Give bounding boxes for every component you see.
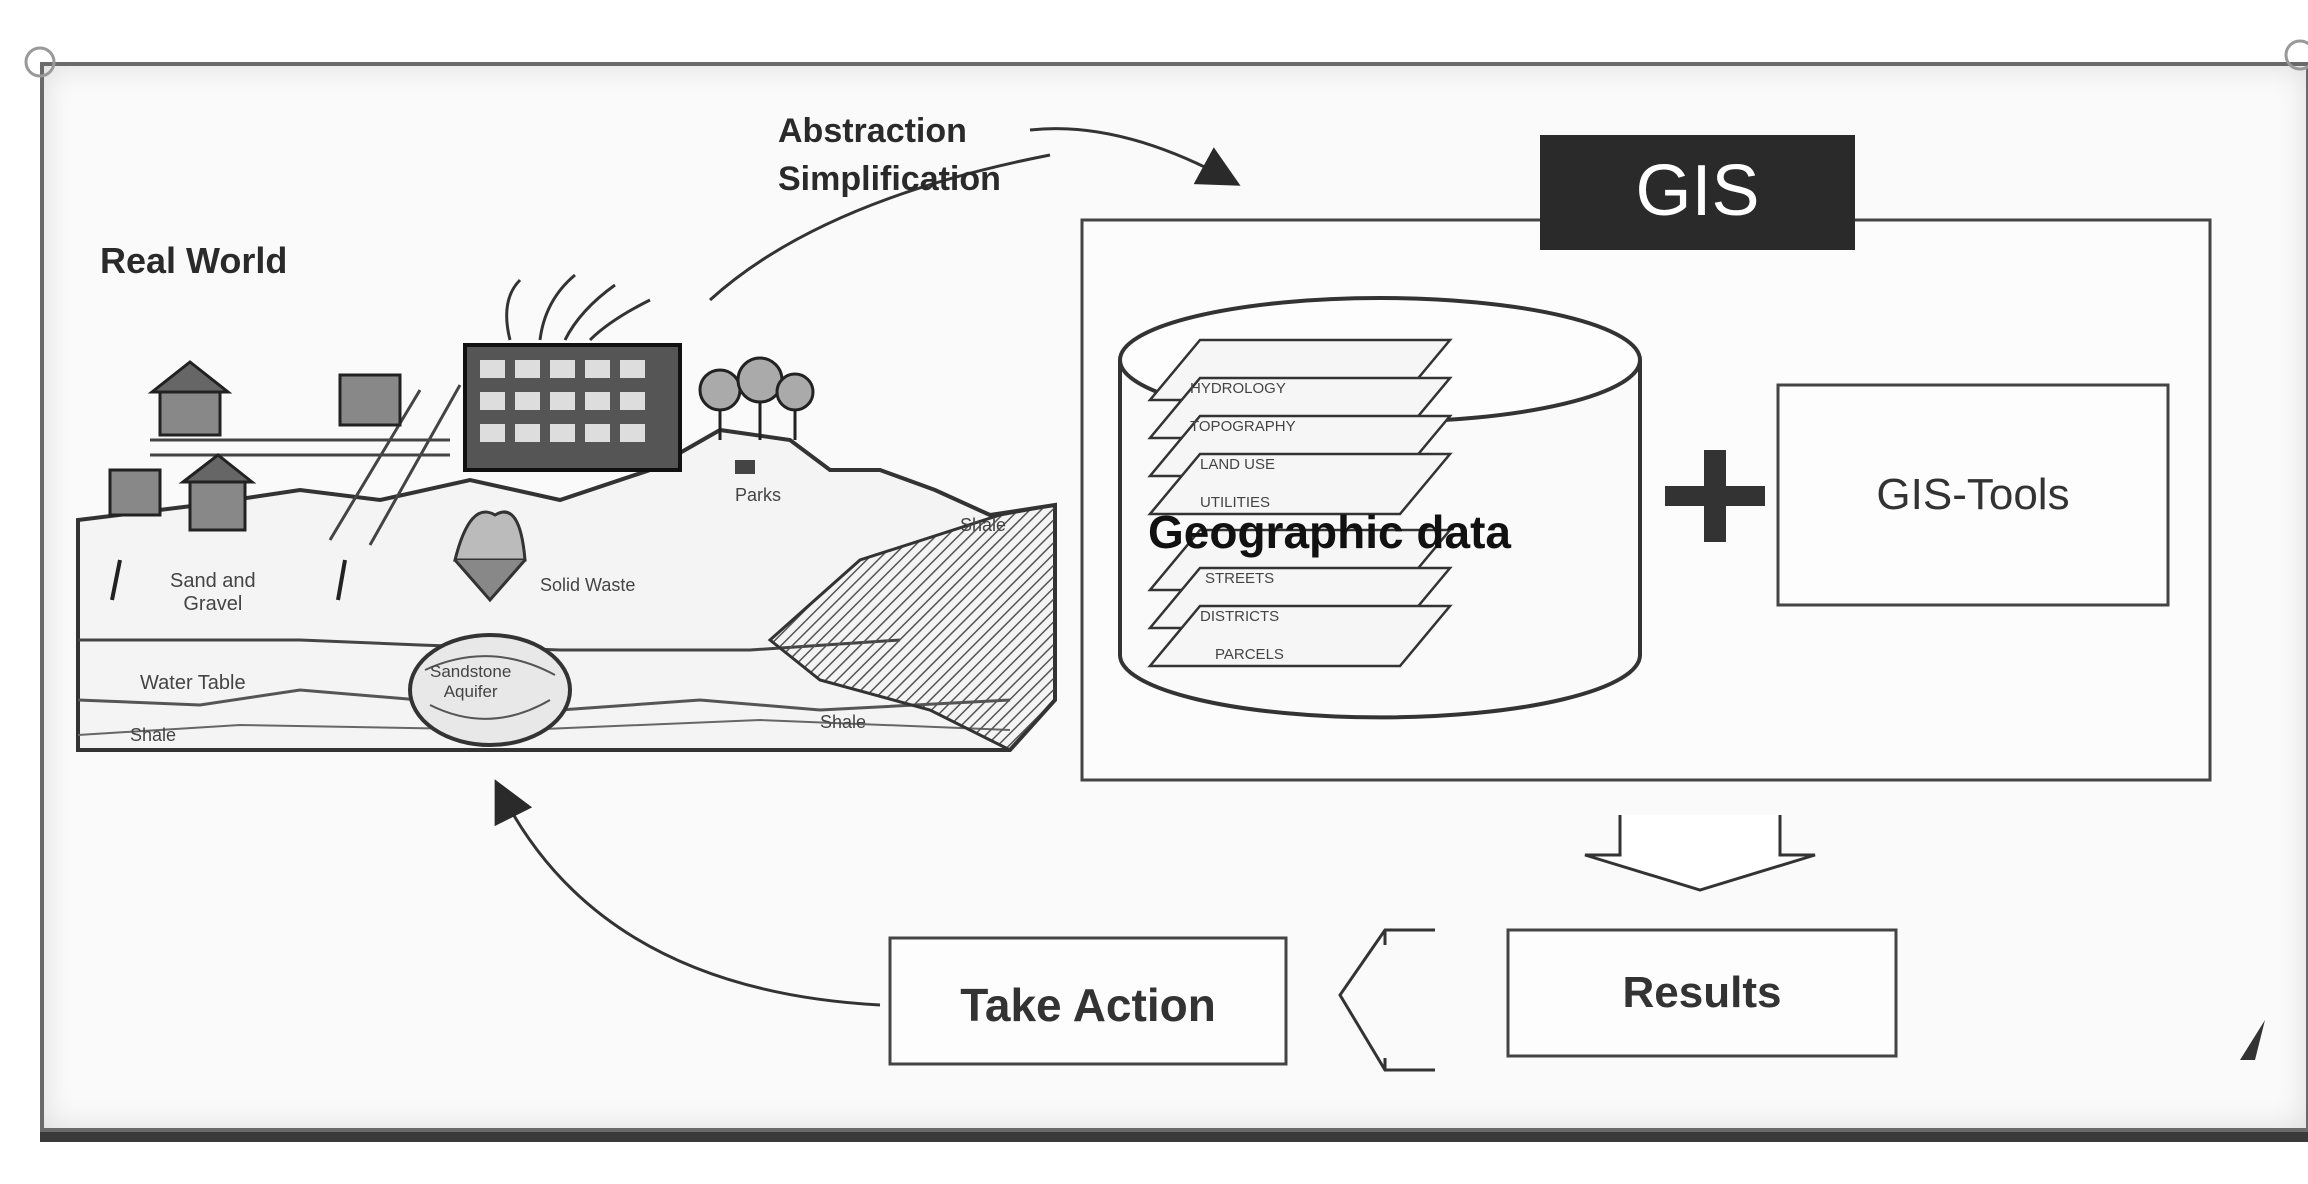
layer-label: TOPOGRAPHY — [1190, 418, 1296, 435]
shale-bottom-label: Shale — [820, 712, 867, 732]
take-action-box — [888, 936, 1288, 1066]
layer-label: HYDROLOGY — [1190, 380, 1286, 397]
take-action-label: Take Action — [960, 979, 1216, 1031]
layer-label: LAND USE — [1200, 456, 1276, 473]
layer-label: UTILITIES — [1200, 494, 1271, 511]
left-arrow — [1338, 928, 1435, 1072]
down-arrow — [1584, 815, 1816, 892]
real-world-illustration — [76, 273, 1057, 752]
parks-label: Parks — [735, 485, 782, 505]
abstraction-arrow-head — [1029, 127, 1241, 186]
gis-tools-label: GIS-Tools — [1876, 470, 2070, 519]
pen-mark — [2240, 1020, 2265, 1060]
gis-tools-box — [1776, 383, 2170, 607]
layer-label: PARCELS — [1215, 646, 1284, 663]
real-world-title: Real World — [100, 240, 288, 281]
data-layers — [1147, 338, 1453, 668]
abstraction-arrow-line — [708, 153, 1051, 302]
geographic-data-label: Geographic data — [1148, 506, 1511, 558]
plus-sign — [1665, 450, 1765, 542]
layer-label: STREETS — [1205, 570, 1275, 587]
abstraction-label: Abstraction — [778, 112, 967, 150]
solid-waste-label: Solid Waste — [540, 575, 636, 595]
sandstone-aquifer-label: Sandstone Aquifer — [430, 662, 512, 701]
results-label: Results — [1622, 968, 1782, 1017]
simplification-label: Simplification — [778, 160, 1001, 198]
results-box — [1506, 928, 1898, 1058]
shale-left-label: Shale — [130, 725, 177, 745]
feedback-arrow — [494, 779, 881, 1007]
sand-gravel-label: Sand and Gravel — [170, 570, 256, 615]
shale-right-label: Shale — [960, 515, 1007, 535]
gis-badge — [1540, 135, 1855, 250]
water-table-label: Water Table — [140, 672, 246, 694]
layer-label: DISTRICTS — [1200, 608, 1280, 625]
gis-badge-label: GIS — [1635, 151, 1760, 231]
